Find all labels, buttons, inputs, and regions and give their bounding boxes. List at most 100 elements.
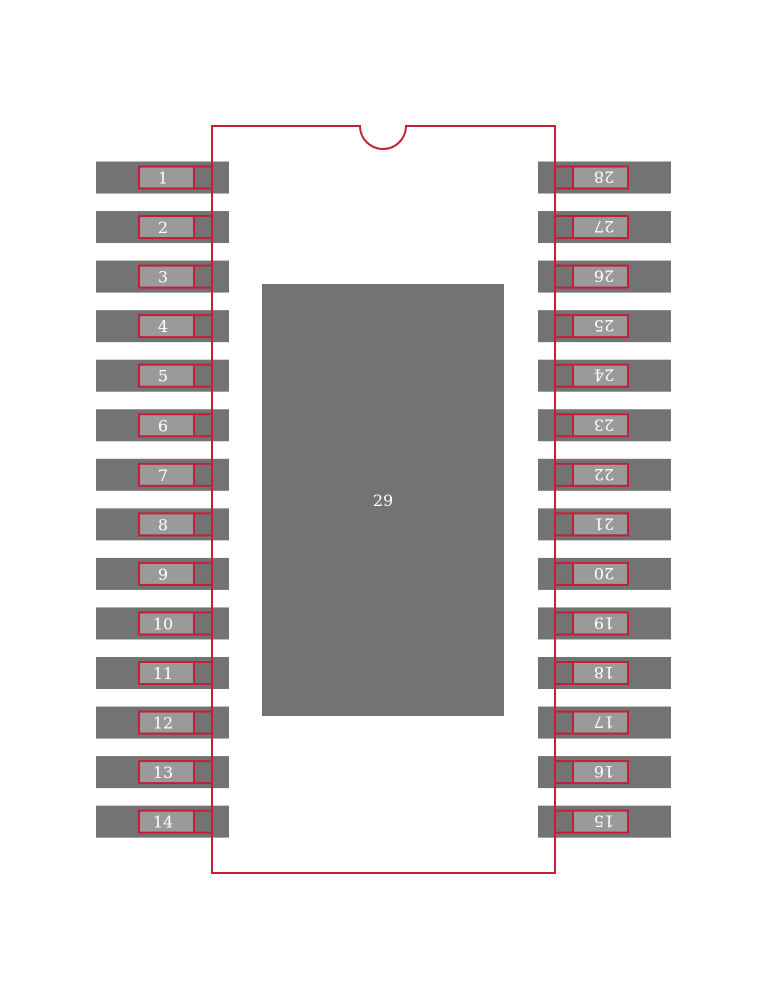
pin-18: 18 <box>554 661 629 685</box>
pin-body-9 <box>139 562 194 585</box>
pin-outline-13 <box>138 760 213 785</box>
pin-16: 16 <box>554 760 629 785</box>
pin-outline-18 <box>554 661 629 685</box>
pin-1: 1 <box>138 165 213 190</box>
pin-body-28 <box>573 166 628 189</box>
pin-outline-9 <box>138 561 213 586</box>
pin-outline-12 <box>138 710 213 735</box>
pin-label-9: 9 <box>158 565 168 584</box>
pin-label-18: 18 <box>594 663 614 682</box>
pin-outline-10 <box>138 611 213 636</box>
pin-outline-27 <box>554 215 629 240</box>
pin-outline-15 <box>554 809 629 834</box>
pin-8: 8 <box>138 512 213 537</box>
pin-body-22 <box>573 463 628 486</box>
pin-label-1: 1 <box>158 169 168 188</box>
pin-outline-23 <box>554 413 629 438</box>
pin-outline-14 <box>138 809 213 834</box>
pin-15: 15 <box>554 809 629 834</box>
pin-label-16: 16 <box>594 762 614 781</box>
pin-outline-2 <box>138 215 213 240</box>
pin-label-6: 6 <box>158 416 168 435</box>
pin-3: 3 <box>138 264 213 289</box>
thermal-pad-label: 29 <box>373 491 393 510</box>
pin-outline-17 <box>554 710 629 735</box>
package-outline <box>211 125 556 874</box>
pin-body-6 <box>139 414 194 437</box>
pin-body-18 <box>573 662 628 684</box>
pin-5: 5 <box>138 363 213 388</box>
pin-outline-20 <box>554 561 629 586</box>
pin-body-7 <box>139 463 194 486</box>
pin-12: 12 <box>138 710 213 735</box>
pin-label-28: 28 <box>594 168 614 187</box>
pin-label-22: 22 <box>594 465 614 484</box>
pin-2: 2 <box>138 215 213 240</box>
pin-label-26: 26 <box>594 267 614 286</box>
pin-label-19: 19 <box>594 613 614 632</box>
package-body-outline <box>211 125 556 874</box>
pin-body-3 <box>139 265 194 288</box>
pin-outline-21 <box>554 512 629 537</box>
pin-label-17: 17 <box>594 713 614 732</box>
pin-body-15 <box>573 810 628 833</box>
pin-body-14 <box>139 810 194 833</box>
pin-label-3: 3 <box>158 268 168 287</box>
pin-outline-19 <box>554 611 629 636</box>
pin-body-4 <box>139 315 194 338</box>
pins-layer: 1234567891011121314282726252423222120191… <box>138 165 629 834</box>
pin-25: 25 <box>554 314 629 339</box>
pin-body-24 <box>573 364 628 387</box>
pin-label-5: 5 <box>158 367 168 386</box>
pin-label-12: 12 <box>153 714 173 733</box>
pin-14: 14 <box>138 809 213 834</box>
pin-label-2: 2 <box>158 218 168 237</box>
pin-body-12 <box>139 711 194 734</box>
pin-13: 13 <box>138 760 213 785</box>
pin-body-27 <box>573 216 628 239</box>
pin-outline-22 <box>554 462 629 487</box>
pin-outline-6 <box>138 413 213 438</box>
pin-label-25: 25 <box>594 316 614 335</box>
pin-outline-24 <box>554 363 629 388</box>
pin-outline-25 <box>554 314 629 339</box>
pin-outline-4 <box>138 314 213 339</box>
pin-outline-8 <box>138 512 213 537</box>
pin-26: 26 <box>554 264 629 289</box>
pin-outline-11 <box>138 661 213 685</box>
pin-body-19 <box>573 612 628 635</box>
pin-label-21: 21 <box>594 514 614 533</box>
pin-label-15: 15 <box>594 812 614 831</box>
pin-24: 24 <box>554 363 629 388</box>
pin-body-17 <box>573 711 628 734</box>
pin-label-7: 7 <box>158 466 168 485</box>
pin-9: 9 <box>138 561 213 586</box>
pin-body-26 <box>573 265 628 288</box>
pin-label-8: 8 <box>158 515 168 534</box>
pin-body-16 <box>573 761 628 784</box>
pin-body-8 <box>139 513 194 536</box>
pin-6: 6 <box>138 413 213 438</box>
pin-body-5 <box>139 364 194 387</box>
pin-outline-3 <box>138 264 213 289</box>
pin-19: 19 <box>554 611 629 636</box>
pin-body-20 <box>573 562 628 585</box>
pin-28: 28 <box>554 165 629 190</box>
pin-body-2 <box>139 216 194 239</box>
pin-7: 7 <box>138 462 213 487</box>
pin-10: 10 <box>138 611 213 636</box>
pin-body-21 <box>573 513 628 536</box>
pin-outline-5 <box>138 363 213 388</box>
pin-body-13 <box>139 761 194 784</box>
pin-11: 11 <box>138 661 213 685</box>
pin-body-11 <box>139 662 194 684</box>
pin-outline-28 <box>554 165 629 190</box>
pin-label-27: 27 <box>594 217 614 236</box>
pin-outline-26 <box>554 264 629 289</box>
pin-body-1 <box>139 166 194 189</box>
pin-outline-7 <box>138 462 213 487</box>
pin-label-11: 11 <box>153 664 173 683</box>
pin-label-24: 24 <box>594 366 614 385</box>
thermal-pad <box>262 284 504 716</box>
